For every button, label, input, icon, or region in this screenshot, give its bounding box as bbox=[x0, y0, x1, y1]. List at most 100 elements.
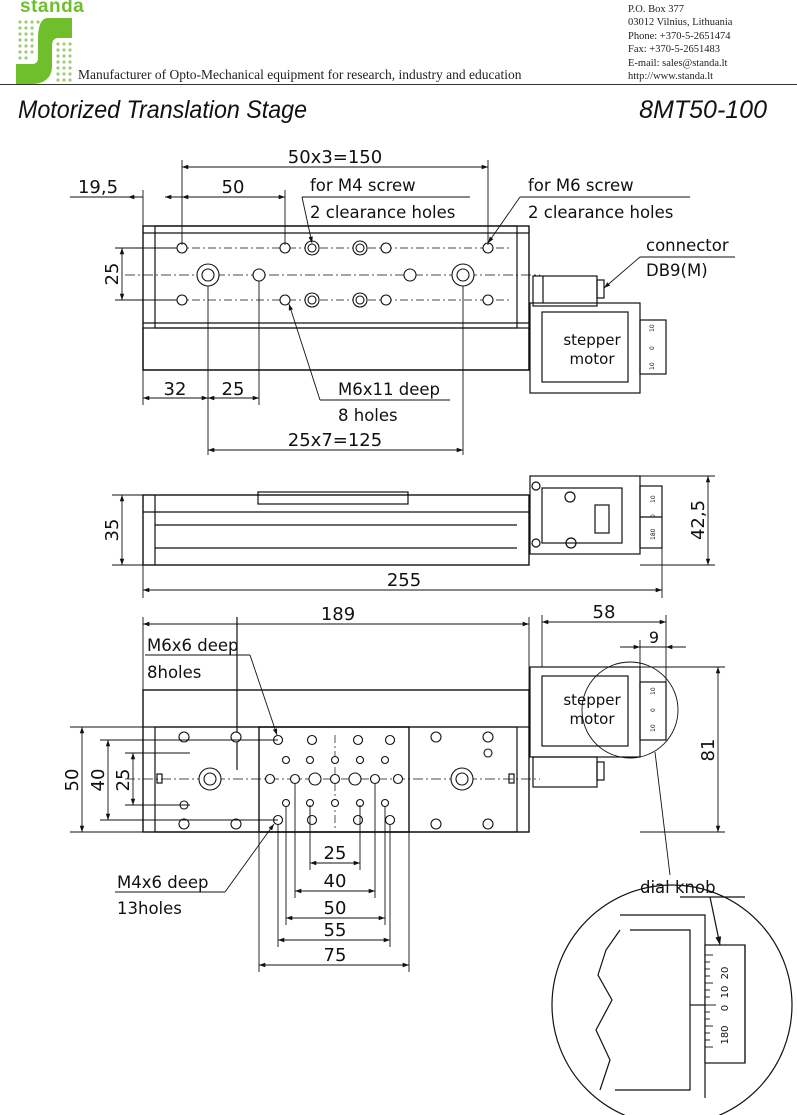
deep-holes-count: 8 holes bbox=[338, 406, 398, 425]
dim-189: 189 bbox=[321, 604, 355, 625]
hole bbox=[384, 734, 396, 746]
dim-50-vertical: 50 bbox=[62, 769, 83, 792]
hole bbox=[308, 772, 322, 786]
hole bbox=[483, 748, 493, 758]
m6-holes-spec: M6x6 deep bbox=[147, 636, 239, 655]
dim-35: 35 bbox=[102, 519, 123, 542]
hole bbox=[352, 734, 364, 746]
hole bbox=[330, 755, 340, 765]
contact-website[interactable]: http://www.standa.lt bbox=[628, 71, 714, 83]
svg-text:20: 20 bbox=[720, 967, 731, 980]
contact-address: 03012 Vilnius, Lithuania bbox=[628, 17, 733, 29]
bottom-view-holes bbox=[178, 731, 494, 830]
hole bbox=[380, 294, 392, 306]
dim-9: 9 bbox=[649, 628, 659, 647]
dim-50: 50 bbox=[222, 177, 245, 198]
bottom-view bbox=[125, 617, 667, 833]
hole bbox=[178, 731, 190, 743]
dim-55-bottom: 55 bbox=[324, 920, 347, 941]
svg-text:180: 180 bbox=[720, 1025, 731, 1044]
dim-75-bottom: 75 bbox=[324, 945, 347, 966]
dim-255: 255 bbox=[387, 570, 421, 591]
hole bbox=[306, 814, 318, 826]
dim-40-vertical: 40 bbox=[88, 769, 109, 792]
logo-wordmark: standa bbox=[20, 0, 85, 17]
svg-text:10: 10 bbox=[650, 724, 657, 732]
hole bbox=[384, 814, 396, 826]
m6-holes-count: 8holes bbox=[147, 663, 201, 682]
hole bbox=[252, 268, 266, 282]
hole bbox=[482, 818, 494, 830]
motor-label-bottom: motor bbox=[569, 350, 615, 368]
dial-knob-scale: 20 10 0 180 bbox=[720, 967, 731, 1045]
motor-label-bottom-bottomview: motor bbox=[569, 710, 615, 728]
contact-fax: Fax: +370-5-2651483 bbox=[628, 44, 720, 56]
dim-58: 58 bbox=[593, 602, 616, 623]
knob-scale-bottom: 10 0 10 bbox=[650, 687, 657, 732]
note-m4-holes: 2 clearance holes bbox=[310, 203, 455, 222]
dim-25-vertical-bottom: 25 bbox=[113, 769, 134, 792]
dim-81: 81 bbox=[698, 739, 719, 762]
hole bbox=[380, 798, 390, 808]
dim-42-5: 42,5 bbox=[688, 500, 709, 540]
contact-email[interactable]: E-mail: sales@standa.lt bbox=[628, 57, 728, 69]
hole bbox=[330, 798, 340, 808]
hole bbox=[279, 294, 291, 306]
bottom-view-dimensions bbox=[70, 615, 725, 972]
dim-32: 32 bbox=[164, 379, 187, 400]
dim-40-bottom: 40 bbox=[324, 871, 347, 892]
hole bbox=[369, 773, 381, 785]
connector-type: DB9(M) bbox=[646, 261, 708, 280]
svg-text:10: 10 bbox=[650, 495, 657, 503]
note-m6-holes: 2 clearance holes bbox=[528, 203, 673, 222]
m4-holes-count: 13holes bbox=[117, 899, 182, 918]
svg-text:0: 0 bbox=[650, 514, 657, 518]
hole bbox=[348, 772, 362, 786]
dim-50-bottom: 50 bbox=[324, 898, 347, 919]
side-view bbox=[142, 475, 663, 566]
dim-25x7-125: 25x7=125 bbox=[288, 430, 382, 451]
motor-label-top-bottomview: stepper bbox=[563, 691, 621, 709]
top-view-dimensions bbox=[70, 160, 735, 455]
standa-logo bbox=[16, 16, 74, 84]
dim-19-5: 19,5 bbox=[78, 177, 118, 198]
dim-25: 25 bbox=[222, 379, 245, 400]
deep-holes-spec: M6x11 deep bbox=[338, 380, 440, 399]
top-view bbox=[125, 225, 667, 394]
hole bbox=[281, 798, 291, 808]
hole bbox=[403, 268, 417, 282]
hole bbox=[230, 818, 242, 830]
hole bbox=[176, 294, 188, 306]
knob-scale-side: 10 0 180 bbox=[650, 495, 657, 540]
product-title: Motorized Translation Stage bbox=[18, 96, 308, 124]
dim-50x3-150: 50x3=150 bbox=[288, 147, 382, 168]
svg-text:0: 0 bbox=[720, 1005, 731, 1011]
hole bbox=[392, 773, 404, 785]
side-view-dimensions bbox=[112, 475, 715, 598]
hole bbox=[305, 755, 315, 765]
hole bbox=[355, 755, 365, 765]
hole bbox=[178, 818, 190, 830]
hole bbox=[281, 755, 291, 765]
dial-knob-ticks bbox=[705, 954, 716, 1048]
dim-25-vertical: 25 bbox=[102, 263, 123, 286]
svg-text:10: 10 bbox=[720, 986, 731, 999]
connector-label: connector bbox=[646, 236, 729, 255]
motor-label-top: stepper bbox=[563, 331, 621, 349]
svg-text:180: 180 bbox=[650, 528, 657, 540]
hole bbox=[289, 773, 301, 785]
svg-text:0: 0 bbox=[650, 708, 657, 712]
hole bbox=[430, 731, 442, 743]
dial-knob-detail bbox=[551, 884, 793, 1115]
svg-text:10: 10 bbox=[649, 324, 656, 332]
hole bbox=[329, 773, 341, 785]
note-m6-screw: for M6 screw bbox=[528, 176, 634, 195]
hole bbox=[230, 731, 242, 743]
svg-text:10: 10 bbox=[649, 362, 656, 370]
dim-25-bottom: 25 bbox=[324, 843, 347, 864]
header-divider bbox=[0, 84, 797, 85]
contact-block: P.O. Box 377 03012 Vilnius, Lithuania Ph… bbox=[628, 3, 732, 83]
hole bbox=[264, 773, 276, 785]
contact-phone: Phone: +370-5-2651474 bbox=[628, 30, 731, 42]
